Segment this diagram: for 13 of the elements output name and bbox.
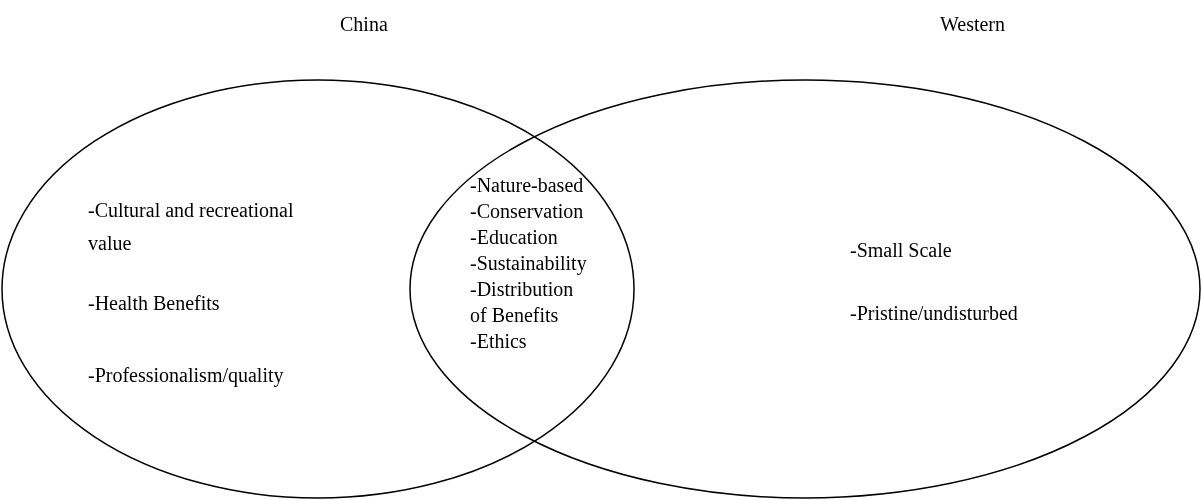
list-item: -Education <box>470 225 558 250</box>
list-item: -Nature-based <box>470 173 584 198</box>
list-item: -Distribution of Benefits <box>470 277 575 328</box>
set-title: China <box>340 12 388 37</box>
list-item: -Conservation <box>470 199 584 224</box>
list-item: -Sustainability <box>470 251 587 276</box>
list-item: -Pristine/undisturbed <box>850 301 1018 326</box>
list-item: -Cultural and recreational value <box>88 198 295 256</box>
list-item: -Health Benefits <box>88 291 220 316</box>
list-item: -Ethics <box>470 329 527 354</box>
list-item: -Professionalism/quality <box>88 363 284 389</box>
set-title: Western <box>940 12 1006 37</box>
list-item: -Small Scale <box>850 238 952 263</box>
